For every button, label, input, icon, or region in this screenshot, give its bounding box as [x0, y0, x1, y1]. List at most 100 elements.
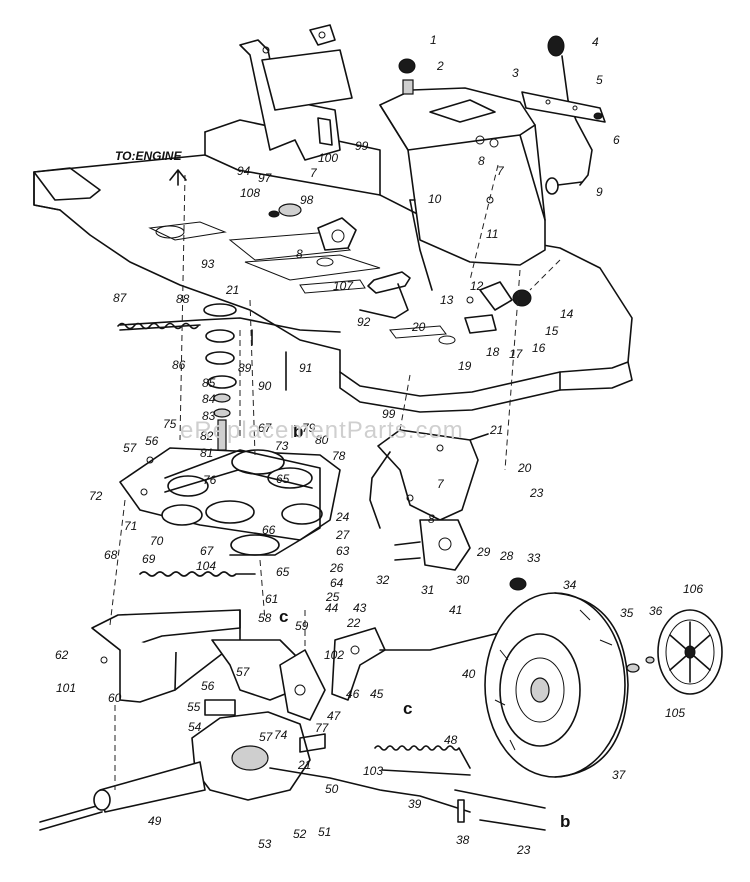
callout-30: 30 [456, 573, 470, 587]
callout-65a: 65 [276, 472, 290, 486]
spring-68 [139, 571, 256, 577]
callout-19: 19 [458, 359, 472, 373]
callout-67b: 67 [200, 544, 215, 558]
callout-75: 75 [163, 417, 177, 431]
transaxle [39, 699, 326, 831]
callout-73: 73 [275, 439, 289, 453]
callout-3: 3 [512, 66, 519, 80]
callout-22: 22 [346, 616, 361, 630]
callout-28: 28 [499, 549, 514, 563]
marker-c-right: c [403, 699, 412, 718]
bracket-46 [331, 627, 386, 701]
callout-6: 6 [613, 133, 620, 147]
callout-32: 32 [376, 573, 390, 587]
assembly-guides [109, 164, 561, 790]
engine-label: TO:ENGINE [115, 149, 187, 186]
callout-33: 33 [527, 551, 541, 565]
callout-78: 78 [332, 449, 346, 463]
knob-assembly [398, 58, 416, 95]
callout-7c: 7 [437, 477, 445, 491]
callout-55: 55 [187, 700, 201, 714]
bracket-59 [211, 639, 326, 721]
callout-102: 102 [324, 648, 344, 662]
callout-2: 2 [436, 59, 444, 73]
callout-103: 103 [363, 764, 383, 778]
watermark: eReplacementParts.com [180, 417, 464, 444]
callout-7b: 7 [310, 166, 318, 180]
drive-plate [119, 447, 341, 556]
shift-lever [521, 35, 606, 195]
bracket-100 [317, 217, 357, 251]
callout-85: 85 [202, 376, 216, 390]
rod-41 [379, 627, 521, 651]
rod-23 [454, 789, 546, 831]
callout-47: 47 [327, 709, 342, 723]
callout-91: 91 [299, 361, 312, 375]
callout-94: 94 [237, 164, 251, 178]
callout-10: 10 [428, 192, 442, 206]
callout-20b: 20 [517, 461, 532, 475]
rod-39 [269, 767, 471, 813]
callout-36: 36 [649, 604, 663, 618]
rear-wheel [484, 592, 629, 778]
marker-b-top: b [293, 422, 303, 441]
callout-9: 9 [596, 185, 603, 199]
callout-23a: 23 [529, 486, 544, 500]
callout-46: 46 [346, 687, 360, 701]
callout-104: 104 [196, 559, 216, 573]
callout-48: 48 [444, 733, 458, 747]
callout-21a: 21 [225, 283, 239, 297]
callout-13: 13 [440, 293, 454, 307]
callout-74: 74 [274, 728, 288, 742]
callout-37: 37 [612, 768, 627, 782]
callout-35: 35 [620, 606, 634, 620]
callout-56b: 56 [201, 679, 215, 693]
callout-93: 93 [201, 257, 215, 271]
switch-14 [464, 281, 532, 334]
callout-57c: 57 [259, 730, 274, 744]
callout-90: 90 [258, 379, 272, 393]
callout-76: 76 [203, 473, 217, 487]
callout-60: 60 [108, 691, 122, 705]
callout-21b: 21 [489, 423, 503, 437]
marker-c-top: c [279, 607, 288, 626]
callout-24: 24 [335, 510, 350, 524]
callout-87: 87 [113, 291, 128, 305]
callout-18: 18 [486, 345, 500, 359]
callout-86: 86 [172, 358, 186, 372]
callout-98: 98 [300, 193, 314, 207]
callout-17: 17 [509, 347, 524, 361]
callout-79: 79 [302, 421, 316, 435]
callout-57a: 57 [123, 441, 138, 455]
callout-65b: 65 [276, 565, 290, 579]
to-engine-label: TO:ENGINE [115, 149, 182, 163]
callout-80: 80 [315, 433, 329, 447]
brake-rod [409, 199, 433, 291]
callout-108: 108 [240, 186, 260, 200]
callout-21c: 21 [297, 758, 311, 772]
spring-48 [374, 745, 471, 769]
callout-49: 49 [148, 814, 162, 828]
callout-81: 81 [200, 446, 213, 460]
callout-88: 88 [176, 292, 190, 306]
callout-39: 39 [408, 797, 422, 811]
connection-markers: b c c b [279, 422, 570, 831]
callout-23b: 23 [516, 843, 531, 857]
callout-34: 34 [563, 578, 577, 592]
callout-63: 63 [336, 544, 350, 558]
callout-26: 26 [329, 561, 344, 575]
callout-52: 52 [293, 827, 307, 841]
seat-bracket [239, 24, 353, 161]
callout-27: 27 [335, 528, 351, 542]
hub-cap [626, 609, 723, 695]
callout-20a: 20 [411, 320, 426, 334]
callout-106: 106 [683, 582, 703, 596]
callout-72: 72 [89, 489, 103, 503]
idler-stack [119, 303, 341, 451]
callout-100: 100 [318, 151, 338, 165]
callout-62: 62 [55, 648, 69, 662]
callout-53: 53 [258, 837, 272, 851]
callout-14: 14 [560, 307, 574, 321]
callout-44: 44 [325, 601, 339, 615]
